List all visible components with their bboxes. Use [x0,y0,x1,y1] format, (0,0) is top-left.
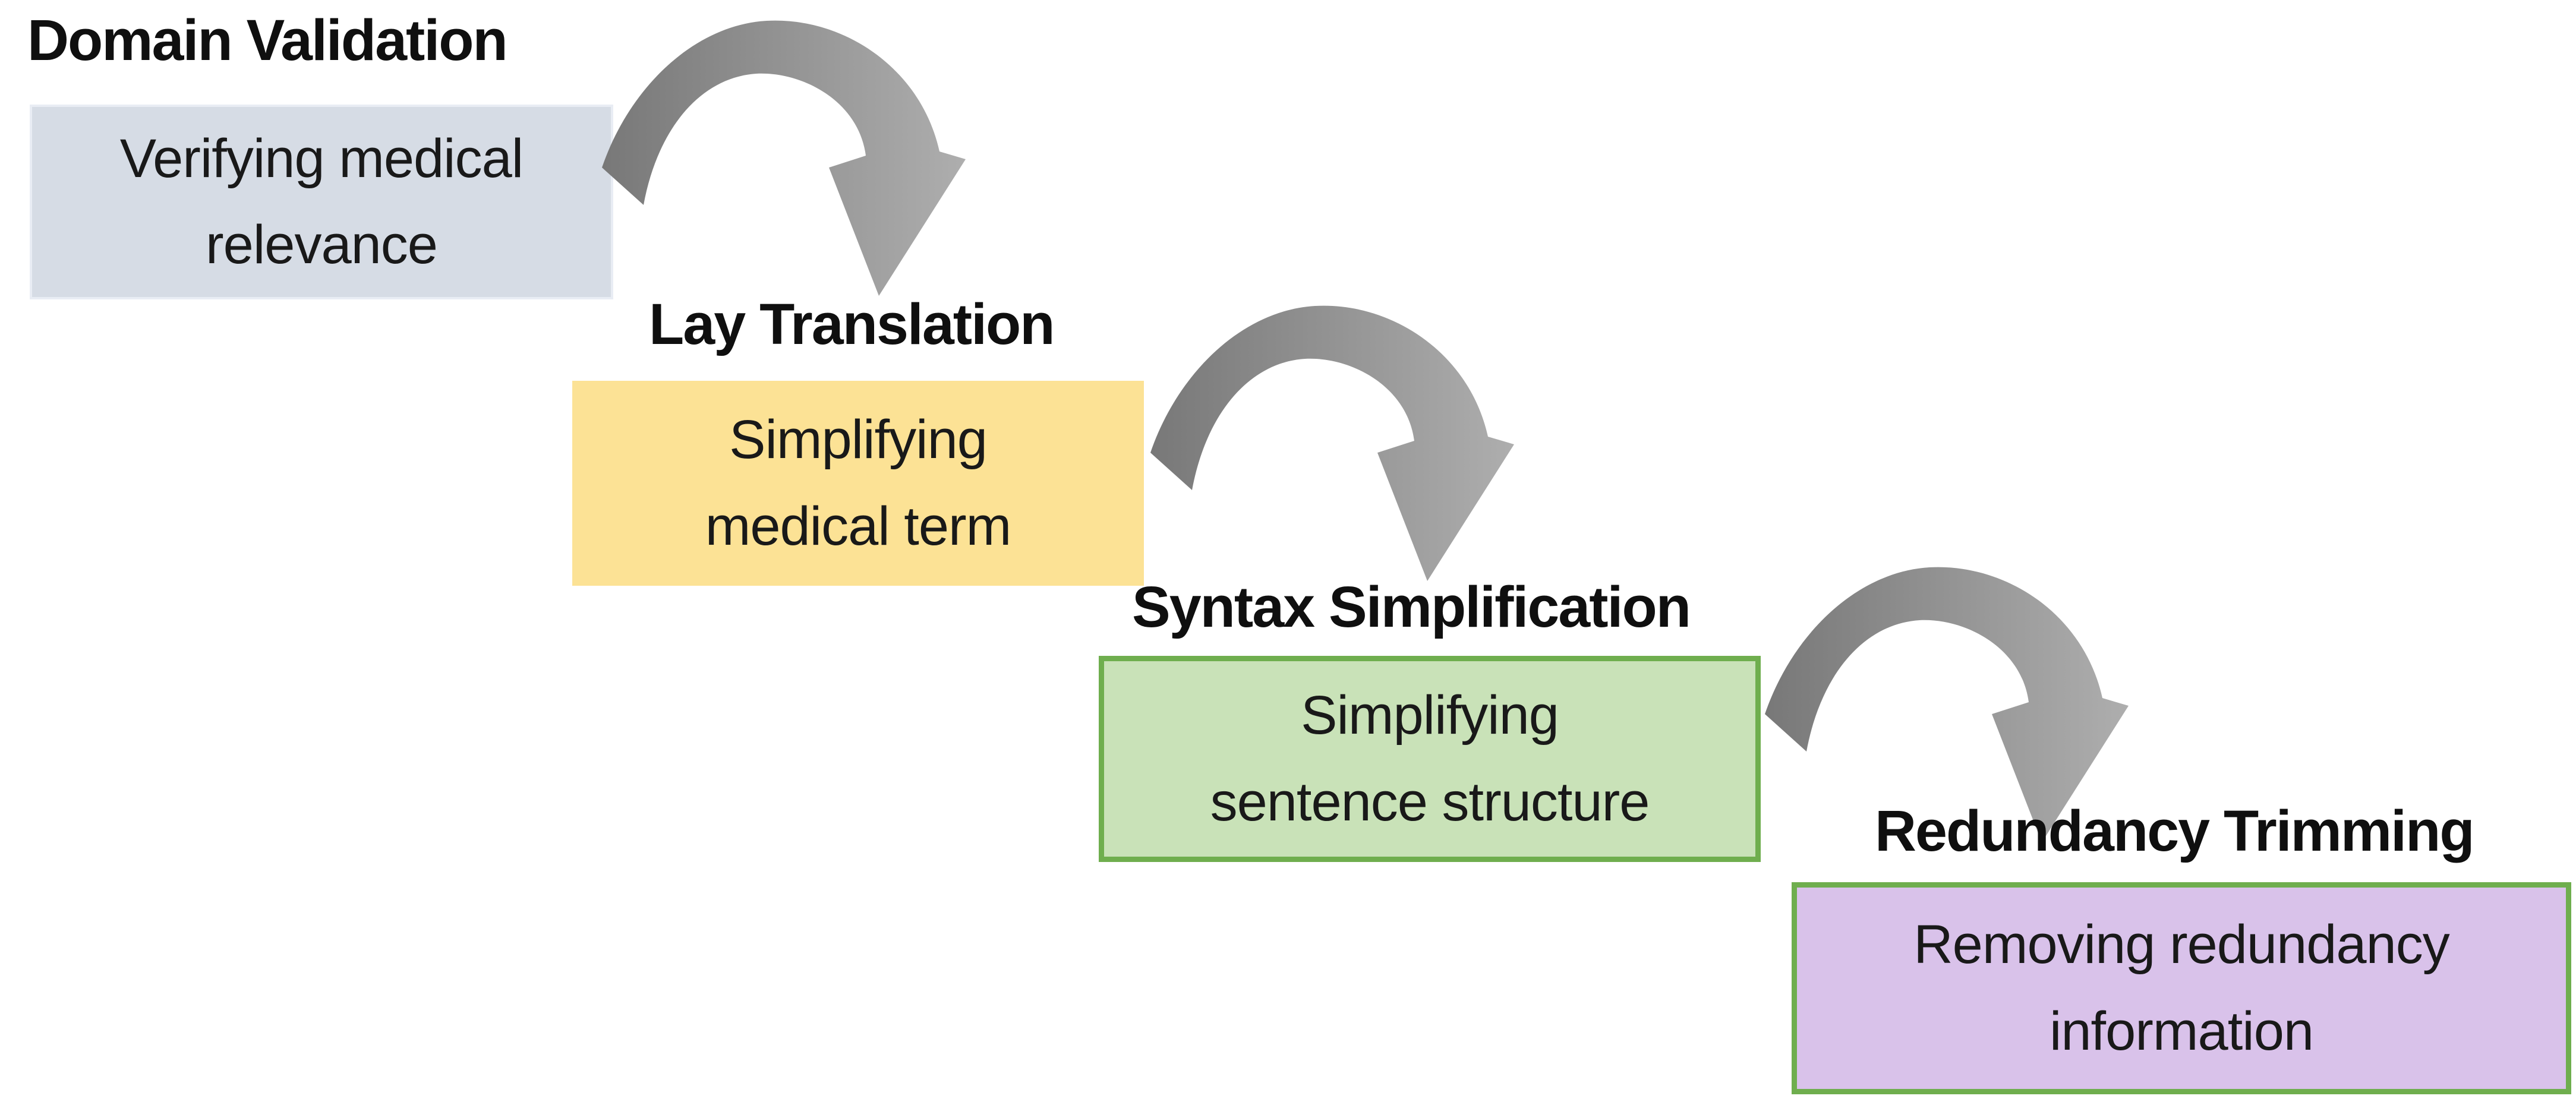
step3-title: Syntax Simplification [1132,574,1691,639]
step1-title: Domain Validation [27,8,508,72]
step2-body-line2: medical term [705,495,1012,557]
step2-title: Lay Translation [649,292,1055,356]
step3-body-line2: sentence structure [1210,771,1650,832]
step4-body-line2: information [2049,1000,2314,1062]
step3-body-line1: Simplifying [1301,685,1559,746]
step2-body-line1: Simplifying [729,409,988,471]
curved-arrow-icon [1765,567,2129,842]
step3-box: Simplifying sentence structure [1099,656,1761,862]
step4-box: Removing redundancy information [1792,882,2571,1094]
step1-body-line1: Verifying medical [119,128,524,189]
step1-body-line2: relevance [206,214,438,275]
curved-arrow-icon [1150,305,1514,581]
step1-box: Verifying medical relevance [30,105,613,299]
curved-arrow-icon [602,20,966,296]
step2-box: Simplifying medical term [572,381,1144,586]
step4-body-line1: Removing redundancy [1913,914,2450,975]
step4-title: Redundancy Trimming [1875,798,2475,863]
